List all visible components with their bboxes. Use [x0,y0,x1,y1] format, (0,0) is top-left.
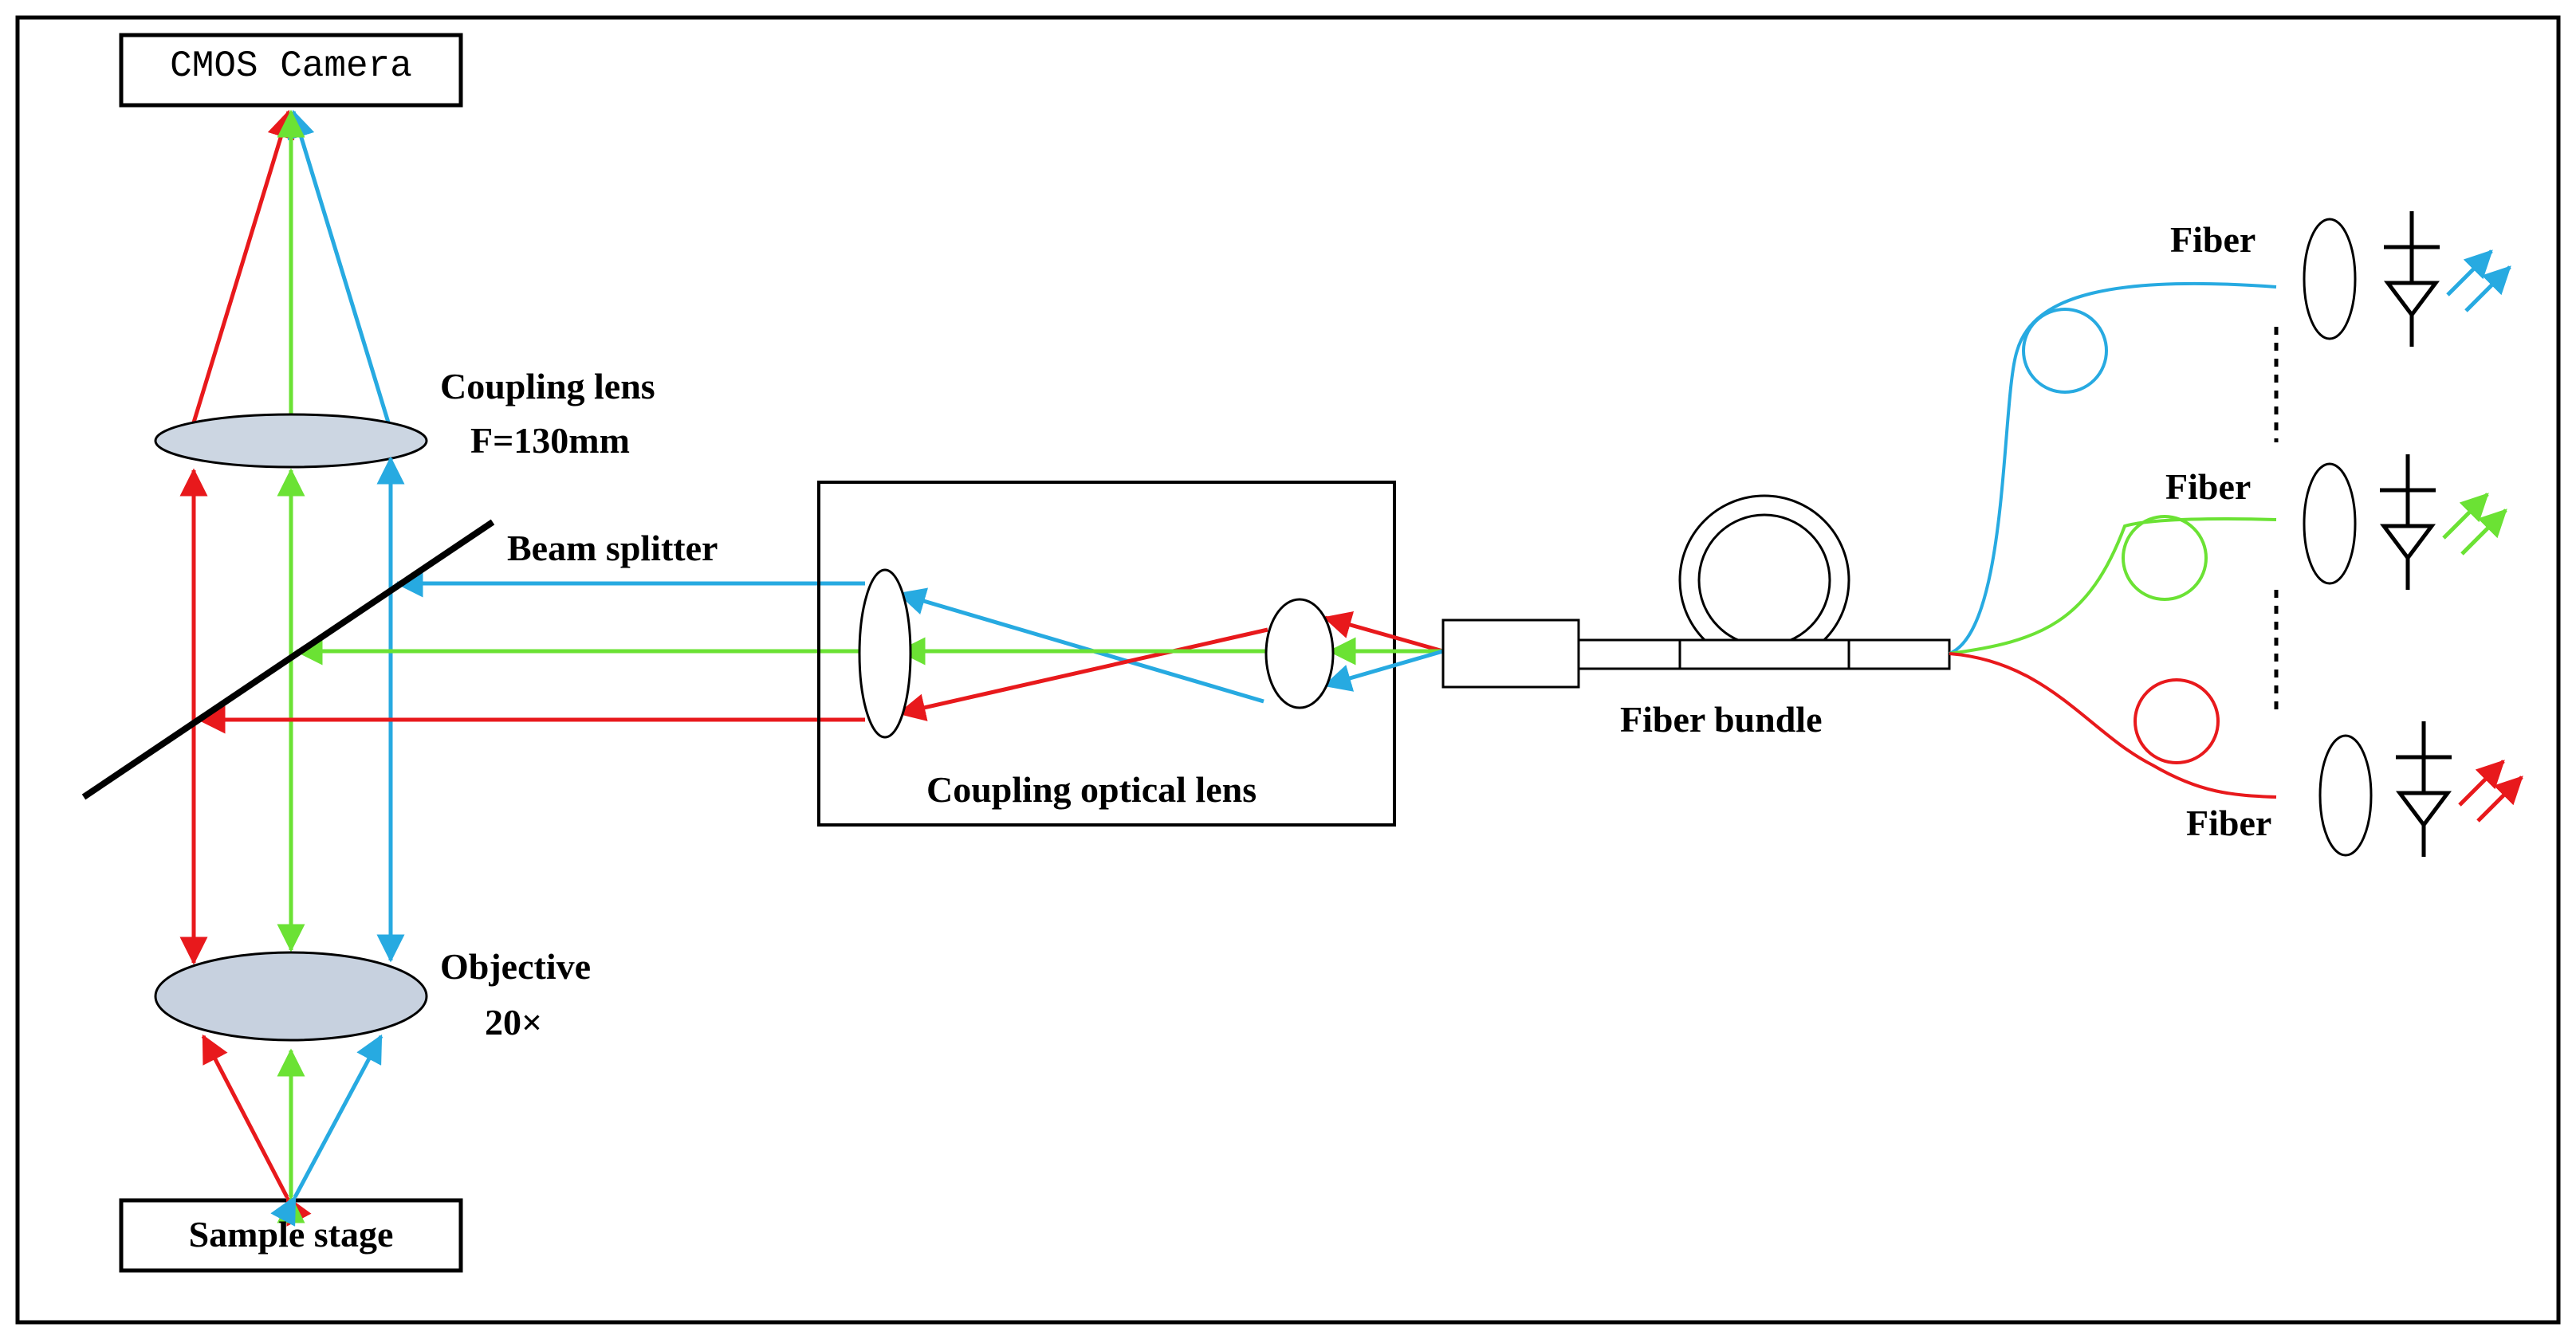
sample-rays [201,1034,383,1227]
coupling-optical-lens-box [817,481,1396,827]
red-fiber [1949,652,2277,799]
fiber-top-label: Fiber [2170,219,2256,260]
camera-box [119,33,463,108]
small-coupling-lens [1264,598,1335,709]
internal-rays [897,587,1444,721]
focal-length-label: F=130mm [470,420,630,461]
large-coupling-lens [858,568,912,739]
source-lens-green [2303,462,2357,585]
green-fiber [1949,516,2277,655]
blue-ray-in [1323,649,1444,692]
fiber-bundle-label: Fiber bundle [1620,699,1823,740]
red-ray-in [1323,611,1444,654]
led-green-icon [2380,454,2507,590]
objective-lens [154,951,428,1042]
coupling-optical-lens-label: Coupling optical lens [926,769,1257,810]
beam-splitter [81,519,495,800]
source-lens-blue [2303,218,2357,340]
led-blue-icon [2384,211,2511,347]
blue-ray-sample [270,1034,383,1227]
fiber-mid-label: Fiber [2165,466,2252,507]
fiber-bundle-coil-inner [1697,513,1831,647]
horizontal-rays [197,569,869,734]
magnification-label: 20× [485,1002,543,1043]
red-ray-to-camera [191,109,295,423]
camera-rays [191,109,391,426]
colored-fibers [1949,281,2277,799]
sample-stage-label: Sample stage [188,1214,394,1255]
source-lens-red [2318,734,2373,857]
red-ray-internal [897,627,1268,721]
green-fiber-loop [2122,515,2208,601]
objective-label: Objective [440,946,592,987]
led-red-icon [2396,721,2523,857]
beam-splitter-label: Beam splitter [507,528,718,568]
blue-ray-to-camera [287,109,391,423]
fiber-bundle-tube-over [1678,638,1850,670]
blue-ray-internal [897,587,1264,704]
fiber-connector [1441,618,1580,689]
blue-fiber-loop [2022,308,2108,394]
coupling-lens [154,413,428,469]
vertical-rays [179,456,405,965]
red-fiber-loop [2134,678,2220,764]
red-ray-sample [201,1034,312,1227]
camera-label: CMOS Camera [170,45,412,87]
fiber-bottom-label: Fiber [2186,803,2272,843]
blue-fiber [1949,281,2277,655]
outer-frame [15,15,2561,1325]
coupling-lens-label: Coupling lens [440,366,655,406]
